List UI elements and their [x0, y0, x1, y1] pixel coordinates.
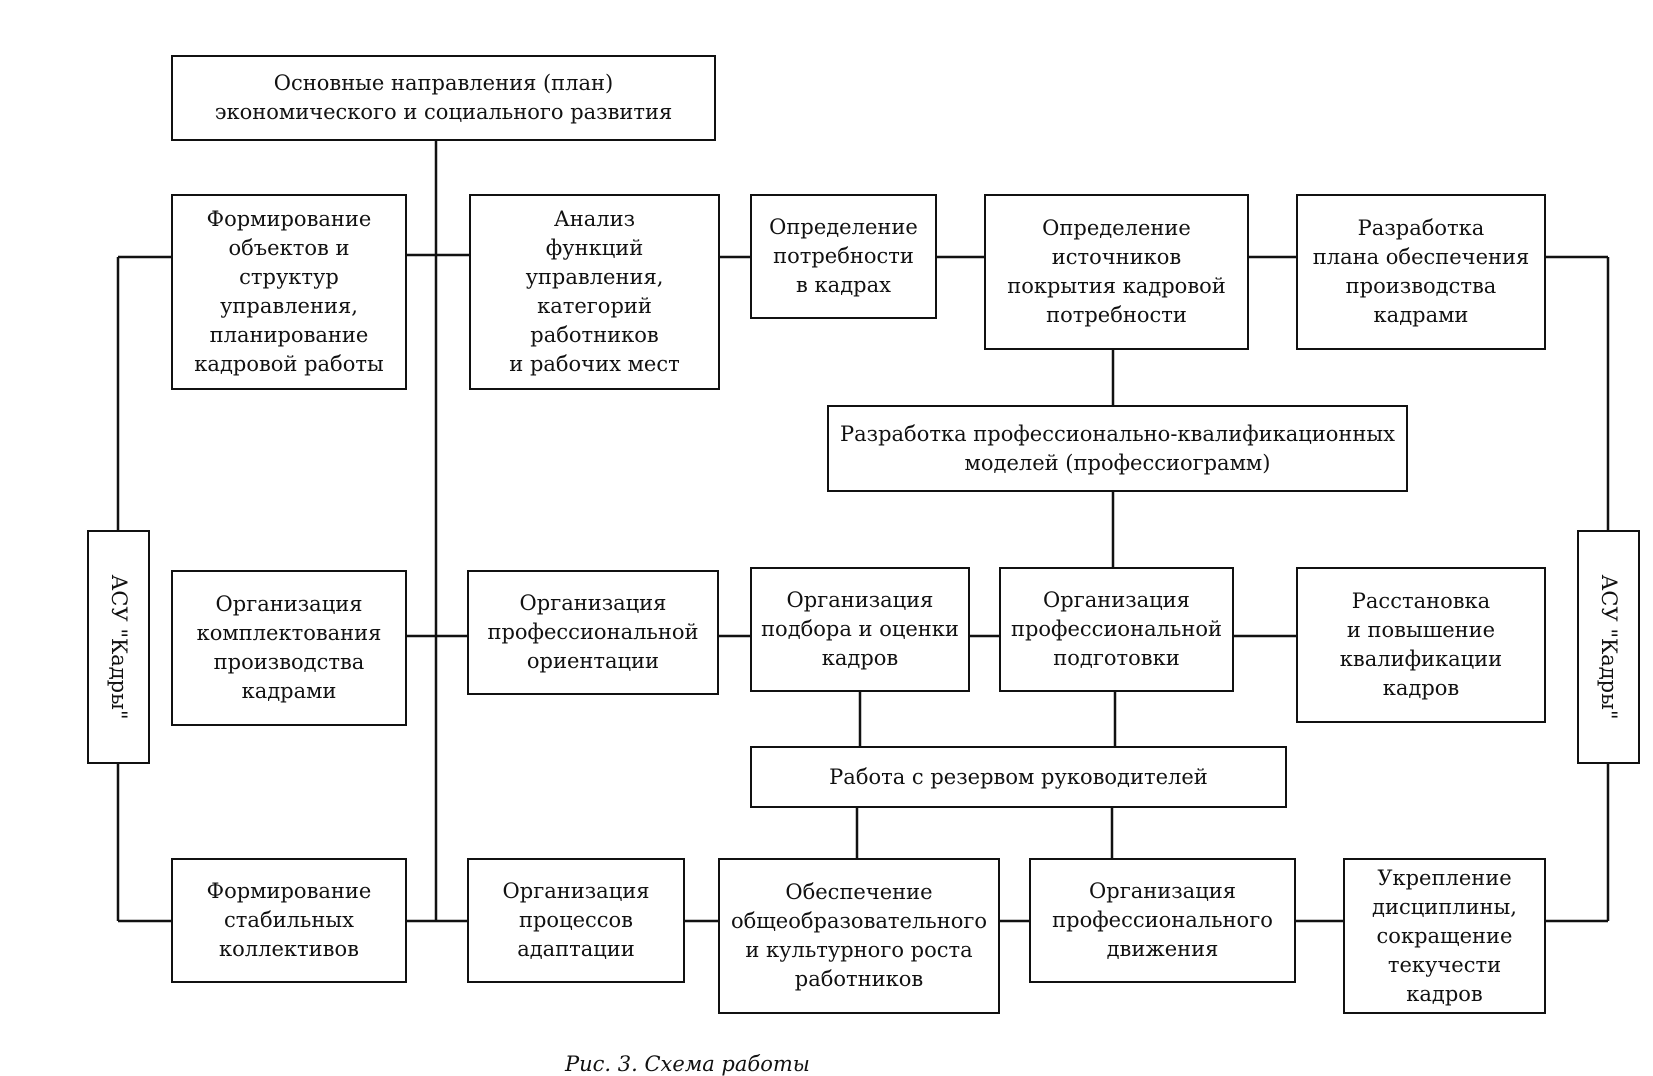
prof-orientaciya-box: Организация профессиональной ориентации: [467, 570, 719, 695]
adaptaciya-box: Организация процессов адаптации: [467, 858, 685, 983]
plan-box: Основные направления (план) экономическо…: [171, 55, 716, 141]
obespechenie-box: Обеспечение общеобразовательного и культ…: [718, 858, 1000, 1014]
asu-kadry-left-box: АСУ "Кадры": [87, 530, 150, 764]
prof-podgotovka-box: Организация профессиональной подготовки: [999, 567, 1234, 692]
komplektovanie-box: Организация комплектования производства …: [171, 570, 407, 726]
professiogrammy-box: Разработка профессионально-квалификацион…: [827, 405, 1408, 492]
asu-kadry-left-label: АСУ "Кадры": [106, 574, 131, 720]
formirovanie-obektov-box: Формирование объектов и структур управле…: [171, 194, 407, 390]
ukreplenie-box: Укрепление дисциплины, сокращение текуче…: [1343, 858, 1546, 1014]
figure-caption: Рис. 3. Схема работы: [565, 1052, 810, 1076]
stabilnye-box: Формирование стабильных коллективов: [171, 858, 407, 983]
podbor-box: Организация подбора и оценки кадров: [750, 567, 970, 692]
asu-kadry-right-label: АСУ "Кадры": [1596, 574, 1621, 720]
asu-kadry-right-box: АСУ "Кадры": [1577, 530, 1640, 764]
prof-dvizhenie-box: Организация профессионального движения: [1029, 858, 1296, 983]
analiz-box: Анализ функций управления, категорий раб…: [469, 194, 720, 390]
opredelenie-istochnikov-box: Определение источников покрытия кадровой…: [984, 194, 1249, 350]
rasstanovka-box: Расстановка и повышение квалификации кад…: [1296, 567, 1546, 723]
rezerv-box: Работа с резервом руководителей: [750, 746, 1287, 808]
opredelenie-potrebnosti-box: Определение потребности в кадрах: [750, 194, 937, 319]
razrabotka-plana-box: Разработка плана обеспечения производств…: [1296, 194, 1546, 350]
